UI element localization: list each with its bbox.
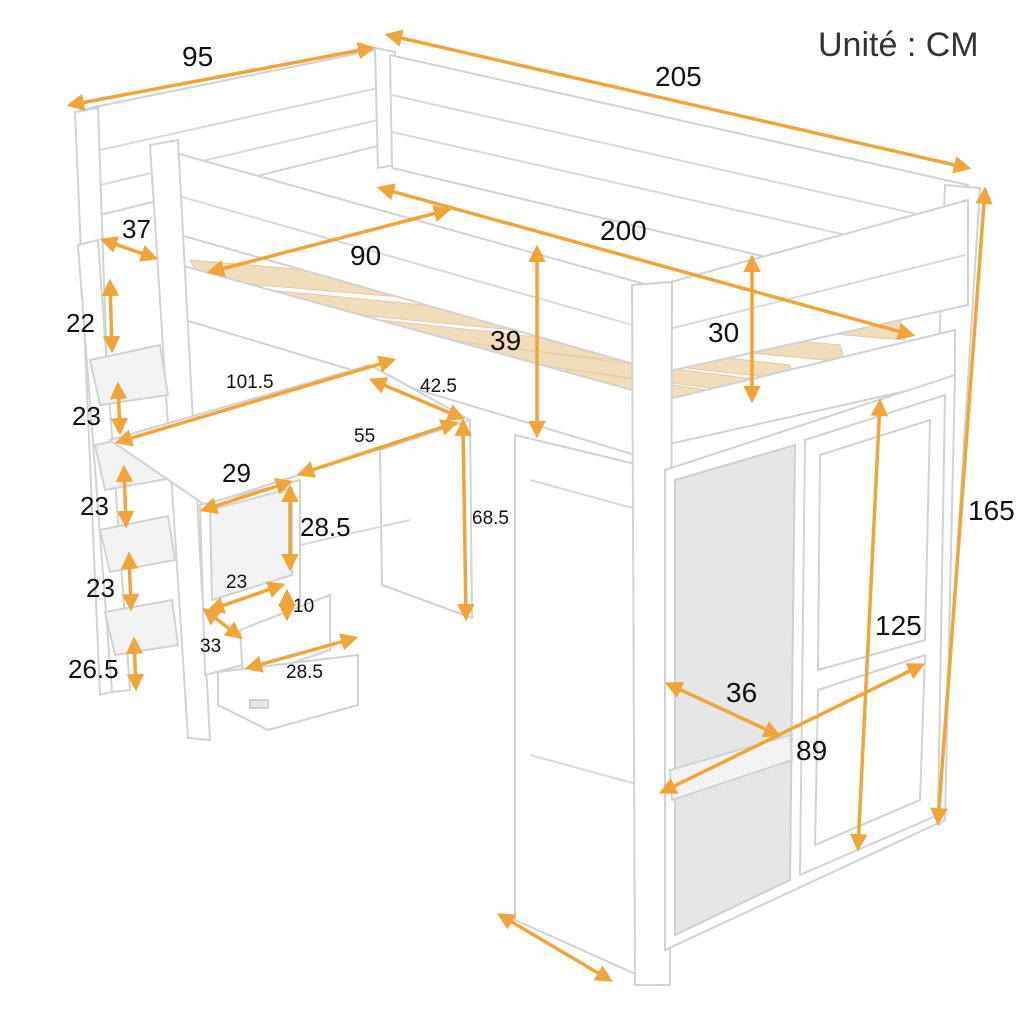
arrow-desk-height <box>454 418 475 622</box>
label-guardrail-height: 30 <box>708 317 739 348</box>
arrow-drawer-width <box>206 581 286 614</box>
arrow-desk-depth <box>368 377 466 421</box>
arrow-drawer-depth <box>202 607 243 640</box>
arrow-desk-length <box>114 355 397 447</box>
arrow-shelf-width <box>199 477 294 515</box>
arrow-mattress-length <box>376 183 916 340</box>
arrow-step-bottom <box>125 636 145 692</box>
arrow-step-4 <box>120 551 140 612</box>
label-drawer-depth: 33 <box>200 636 221 657</box>
label-step-3: 23 <box>80 491 109 521</box>
label-step-bottom: 26.5 <box>68 654 119 684</box>
bed-illustration <box>73 46 982 987</box>
label-desk-depth: 42.5 <box>420 376 457 397</box>
dimension-arrows <box>66 29 993 982</box>
dimension-labels: Unité : CM 95 205 165 200 90 30 39 37 22… <box>66 26 1015 766</box>
label-shelf-height: 28.5 <box>300 512 351 542</box>
label-ladder-width: 37 <box>122 214 151 244</box>
label-width-total: 95 <box>182 41 213 72</box>
arrow-drawer-front <box>244 633 359 673</box>
ladder-step-3 <box>98 514 177 574</box>
label-mattress-width: 90 <box>350 240 381 271</box>
label-underbed-clearance: 39 <box>490 325 521 356</box>
arrow-length-total <box>384 29 972 174</box>
label-length-total: 205 <box>655 61 702 92</box>
unit-label: Unité : CM <box>818 26 979 64</box>
arrow-step-2 <box>109 381 129 436</box>
arrow-height-total <box>930 186 993 826</box>
label-desk-length: 101.5 <box>226 372 274 393</box>
arrow-step-top <box>101 278 121 354</box>
label-drawer-height: 10 <box>293 596 314 617</box>
arrow-mattress-width <box>206 205 452 277</box>
label-desk-height: 68.5 <box>472 508 509 529</box>
arrow-wardrobe-width <box>658 663 926 794</box>
label-step-2: 23 <box>72 401 101 431</box>
arrow-step-3 <box>115 464 135 529</box>
label-drawer-front: 28.5 <box>286 662 323 683</box>
label-mattress-length: 200 <box>600 215 647 246</box>
label-wardrobe-depth: 36 <box>726 677 757 708</box>
label-height-total: 165 <box>968 495 1015 526</box>
label-desk-opening: 55 <box>354 426 375 447</box>
ladder-step-4 <box>103 598 180 657</box>
label-drawer-width: 23 <box>226 572 247 593</box>
label-wardrobe-width: 89 <box>796 735 827 766</box>
arrow-width-total <box>66 41 376 112</box>
desk-leg-panel <box>378 418 474 620</box>
label-step-top: 22 <box>66 308 95 338</box>
label-wardrobe-height: 125 <box>875 610 922 641</box>
label-step-4: 23 <box>86 573 115 603</box>
arrow-ladder-width <box>99 236 159 262</box>
arrow-desk-opening <box>296 419 459 478</box>
arrow-base-depth <box>496 913 614 982</box>
label-shelf-width: 29 <box>222 458 251 488</box>
drawer-handle <box>249 699 269 709</box>
